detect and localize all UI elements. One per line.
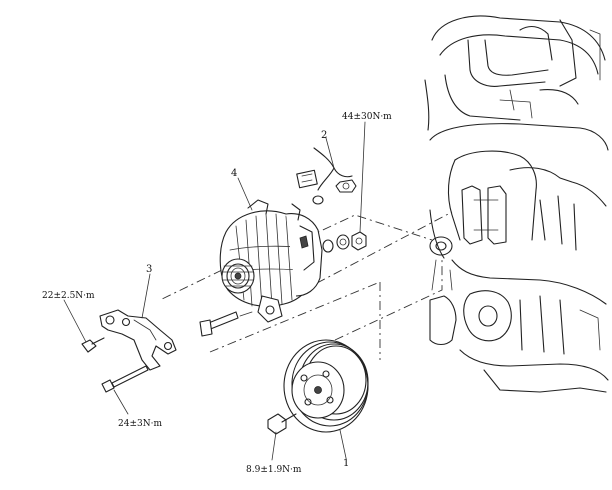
adjusting-bracket [99, 309, 177, 371]
torque-label-nut: 44±30N·m [342, 112, 392, 122]
torque-label-long-bolt: 24±3N·m [118, 419, 162, 429]
wiring-connector [296, 147, 357, 205]
alternator [219, 199, 323, 323]
bracket-bolt-long [101, 365, 149, 393]
pulley-bolt [267, 413, 297, 435]
torque-label-pulley-bolt: 8.9±1.9N·m [246, 465, 302, 475]
part-number-4: 4 [231, 168, 237, 179]
alternator-through-bolt [199, 311, 253, 337]
bracket-bolt-small [81, 337, 105, 353]
engine-block [424, 15, 609, 393]
assembly-centerlines [159, 211, 453, 360]
part-number-2: 2 [321, 130, 327, 141]
crankshaft-pulley [283, 339, 369, 433]
torque-label-bracket-bolt: 22±2.5N·m [42, 291, 95, 301]
leader-lines [63, 121, 366, 461]
part-number-3: 3 [146, 264, 152, 275]
alternator-nut-washer-set [322, 231, 367, 253]
part-number-1: 1 [343, 458, 349, 469]
